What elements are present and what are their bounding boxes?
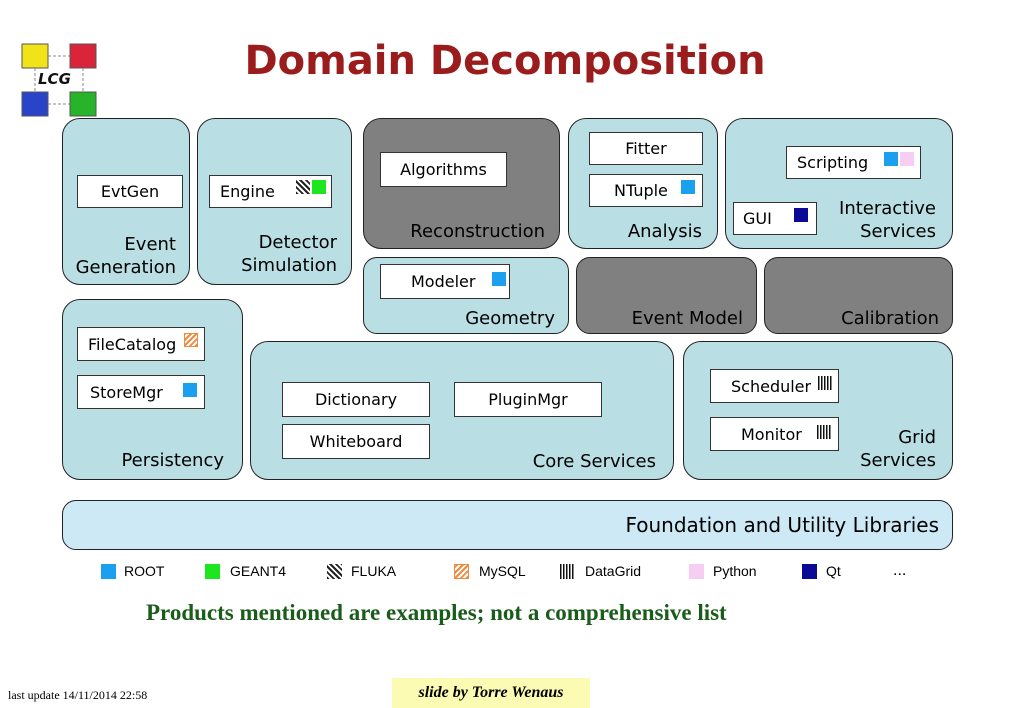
qt-icon (794, 208, 808, 222)
component-fitter: Fitter (589, 132, 703, 165)
last-update: last update 14/11/2014 22:58 (8, 688, 148, 702)
geant4-icon (312, 180, 326, 194)
legend-datagrid: DataGrid (585, 563, 642, 579)
legend-fluka: FLUKA (351, 563, 397, 579)
component-scripting: Scripting (786, 146, 921, 179)
reconstruction-label: Reconstruction (410, 221, 545, 242)
event-generation-label: Event Generation (75, 234, 176, 278)
event-model-label: Event Model (631, 308, 743, 329)
mysql-icon (184, 333, 198, 347)
root-icon (884, 152, 898, 166)
storemgr-label: StoreMgr (90, 382, 163, 402)
component-modeler: Modeler (380, 264, 510, 299)
page-title: Domain Decomposition (244, 38, 766, 84)
legend-more: ... (893, 562, 907, 579)
gui-label: GUI (743, 209, 772, 228)
mysql-legend-swatch (454, 564, 469, 579)
datagrid-icon (817, 425, 831, 439)
fluka-icon (296, 180, 310, 194)
logo-text: LCG (38, 70, 71, 88)
modeler-label: Modeler (411, 272, 476, 291)
component-scheduler: Scheduler (710, 369, 839, 403)
engine-label: Engine (220, 182, 275, 201)
component-evtgen: EvtGen (77, 175, 183, 208)
datagrid-icon (818, 376, 832, 390)
root-icon (183, 383, 197, 397)
domain-event-model (576, 257, 757, 334)
legend-geant4: GEANT4 (230, 563, 287, 579)
legend-qt: Qt (826, 563, 841, 579)
scripting-label: Scripting (797, 153, 869, 172)
component-monitor: Monitor (710, 417, 839, 451)
grid-services-label: Grid Services (860, 427, 936, 471)
domain-calibration (764, 257, 953, 334)
geant4-legend-swatch (205, 564, 220, 579)
root-icon (681, 180, 695, 194)
persistency-label: Persistency (121, 450, 224, 471)
root-legend-swatch (101, 564, 116, 579)
core-services-label: Core Services (532, 451, 656, 472)
legend-mysql: MySQL (479, 563, 526, 579)
component-whiteboard: Whiteboard (282, 424, 430, 459)
datagrid-legend-swatch (560, 564, 575, 579)
products-note: Products mentioned are examples; not a c… (146, 600, 727, 625)
component-storemgr: StoreMgr (77, 375, 205, 409)
scheduler-label: Scheduler (731, 376, 812, 396)
filecatalog-label: FileCatalog (88, 334, 177, 354)
component-filecatalog: FileCatalog (77, 327, 205, 361)
domain-foundation (62, 500, 953, 550)
fluka-legend-swatch (327, 564, 342, 579)
calibration-label: Calibration (841, 308, 939, 329)
root-icon (492, 272, 506, 286)
qt-legend-swatch (802, 564, 817, 579)
geometry-label: Geometry (465, 308, 555, 329)
analysis-label: Analysis (627, 221, 702, 242)
component-dictionary: Dictionary (282, 382, 430, 417)
python-legend-swatch (689, 564, 704, 579)
component-engine: Engine (209, 175, 332, 208)
ntuple-label: NTuple (614, 181, 668, 200)
interactive-services-label: Interactive Services (839, 198, 936, 242)
component-pluginmgr: PluginMgr (454, 382, 602, 417)
legend-python: Python (713, 563, 757, 579)
monitor-label: Monitor (741, 424, 802, 444)
legend-root: ROOT (124, 563, 165, 579)
foundation-label: Foundation and Utility Libraries (625, 513, 939, 537)
slide-credit: slide by Torre Wenaus (392, 678, 590, 708)
detector-simulation-label: Detector Simulation (241, 232, 337, 276)
domain-grid-services (683, 341, 953, 480)
python-icon (900, 152, 914, 166)
lcg-logo: LCG (20, 42, 100, 122)
component-algorithms: Algorithms (380, 152, 507, 187)
